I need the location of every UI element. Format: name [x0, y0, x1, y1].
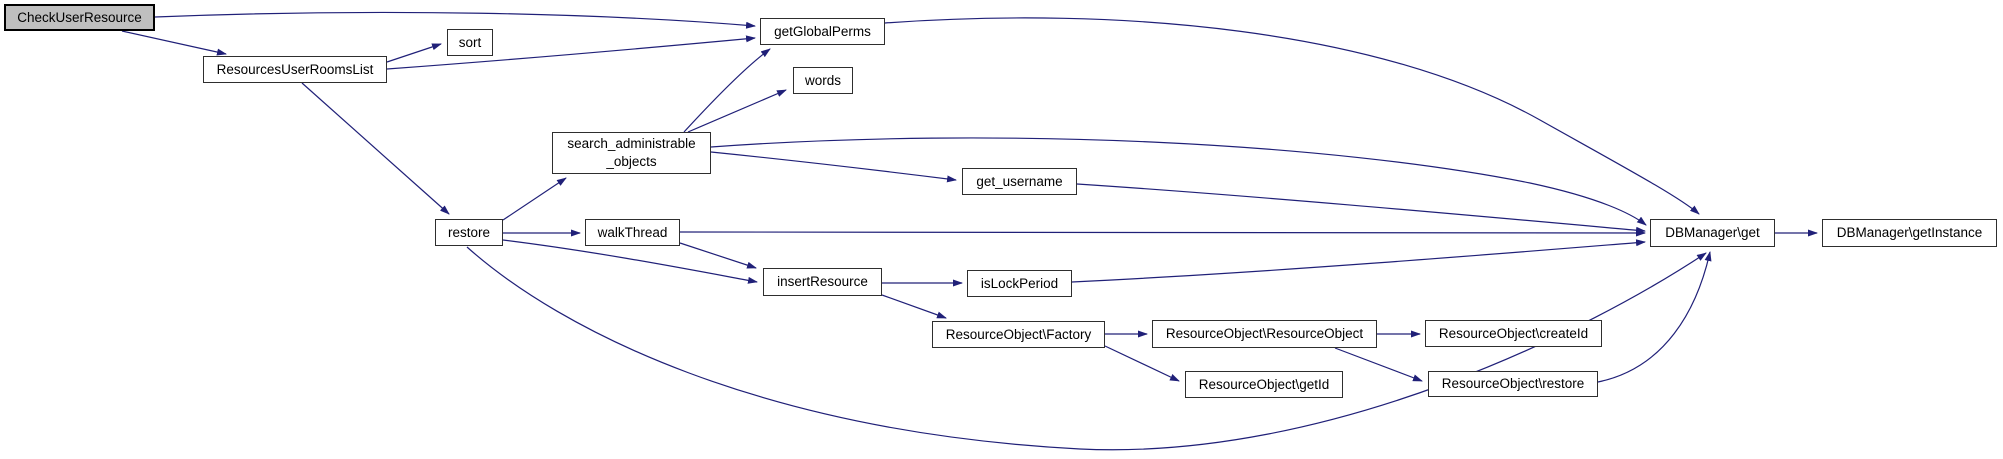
node-walk-thread[interactable]: walkThread — [585, 219, 680, 246]
node-resource-object-restore[interactable]: ResourceObject\restore — [1428, 371, 1598, 397]
node-resource-object-get-id[interactable]: ResourceObject\getId — [1185, 371, 1343, 398]
node-label: restore — [447, 224, 491, 240]
edge-resources-user-rooms-list--sort — [386, 43, 442, 63]
edge-walk-thread--insert-resource — [679, 242, 757, 269]
edge-restore--insert-resource — [502, 239, 758, 284]
node-is-lock-period[interactable]: isLockPeriod — [967, 270, 1072, 297]
edge-restore--dbmanager-get — [466, 246, 1707, 451]
node-words[interactable]: words — [793, 67, 853, 94]
edge-search-administrable-objects--dbmanager-get — [710, 137, 1647, 226]
node-label: ResourcesUserRoomsList — [216, 61, 374, 77]
node-label: words — [804, 72, 841, 88]
node-label: isLockPeriod — [980, 275, 1059, 291]
node-label: ResourceObject\Factory — [945, 326, 1092, 342]
node-label: insertResource — [777, 274, 868, 290]
node-dbmanager-get-instance[interactable]: DBManager\getInstance — [1822, 219, 1997, 247]
node-dbmanager-get[interactable]: DBManager\get — [1650, 219, 1775, 247]
node-label: ResourceObject\createId — [1438, 325, 1589, 341]
node-sort[interactable]: sort — [447, 29, 493, 56]
node-label: walkThread — [597, 224, 668, 240]
node-label: get_username — [976, 173, 1063, 189]
edge-walk-thread--dbmanager-get — [679, 229, 1646, 237]
node-label: ResourceObject\ResourceObject — [1165, 326, 1364, 342]
node-label: search_administrable _objects — [567, 136, 696, 169]
edge-insert-resource--resource-object-factory — [881, 294, 947, 319]
edge-search-administrable-objects--words — [687, 89, 787, 133]
edge-get-global-perms--dbmanager-get — [884, 17, 1700, 215]
edge-search-administrable-objects--get-username — [710, 151, 957, 183]
edge-get-username--dbmanager-get — [1076, 183, 1646, 234]
edge-resource-object-restore--dbmanager-get — [1597, 251, 1712, 383]
edge-check-user-resource--get-global-perms — [154, 11, 756, 29]
node-label: ResourceObject\restore — [1441, 376, 1585, 392]
edge-check-user-resource--resources-user-rooms-list — [121, 30, 227, 56]
node-label: ResourceObject\getId — [1198, 376, 1330, 392]
node-resource-object-factory[interactable]: ResourceObject\Factory — [932, 321, 1105, 348]
node-resource-object-resource-object[interactable]: ResourceObject\ResourceObject — [1152, 320, 1377, 348]
node-check-user-resource[interactable]: CheckUserResource — [4, 4, 155, 31]
edge-resource-object-factory--resource-object-get-id — [1104, 345, 1180, 382]
node-resources-user-rooms-list[interactable]: ResourcesUserRoomsList — [203, 56, 387, 83]
node-label: DBManager\get — [1665, 225, 1760, 241]
node-resource-object-create-id[interactable]: ResourceObject\createId — [1425, 320, 1602, 347]
node-label: DBManager\getInstance — [1836, 225, 1983, 241]
node-restore[interactable]: restore — [435, 219, 503, 246]
node-search-administrable-objects[interactable]: search_administrable _objects — [552, 132, 711, 174]
edge-search-administrable-objects--get-global-perms — [683, 48, 771, 133]
node-label: sort — [458, 34, 482, 50]
node-get-global-perms[interactable]: getGlobalPerms — [760, 18, 885, 45]
node-label: getGlobalPerms — [774, 23, 871, 39]
node-insert-resource[interactable]: insertResource — [763, 268, 882, 296]
edge-resources-user-rooms-list--get-global-perms — [386, 35, 756, 70]
edge-resource-object-resource-object--resource-object-restore — [1334, 347, 1423, 382]
node-label: CheckUserResource — [17, 9, 142, 25]
edge-restore--search-administrable-objects — [502, 177, 567, 221]
edge-resources-user-rooms-list--restore — [301, 82, 450, 215]
node-get-username[interactable]: get_username — [962, 168, 1077, 195]
edge-is-lock-period--dbmanager-get — [1071, 239, 1646, 283]
